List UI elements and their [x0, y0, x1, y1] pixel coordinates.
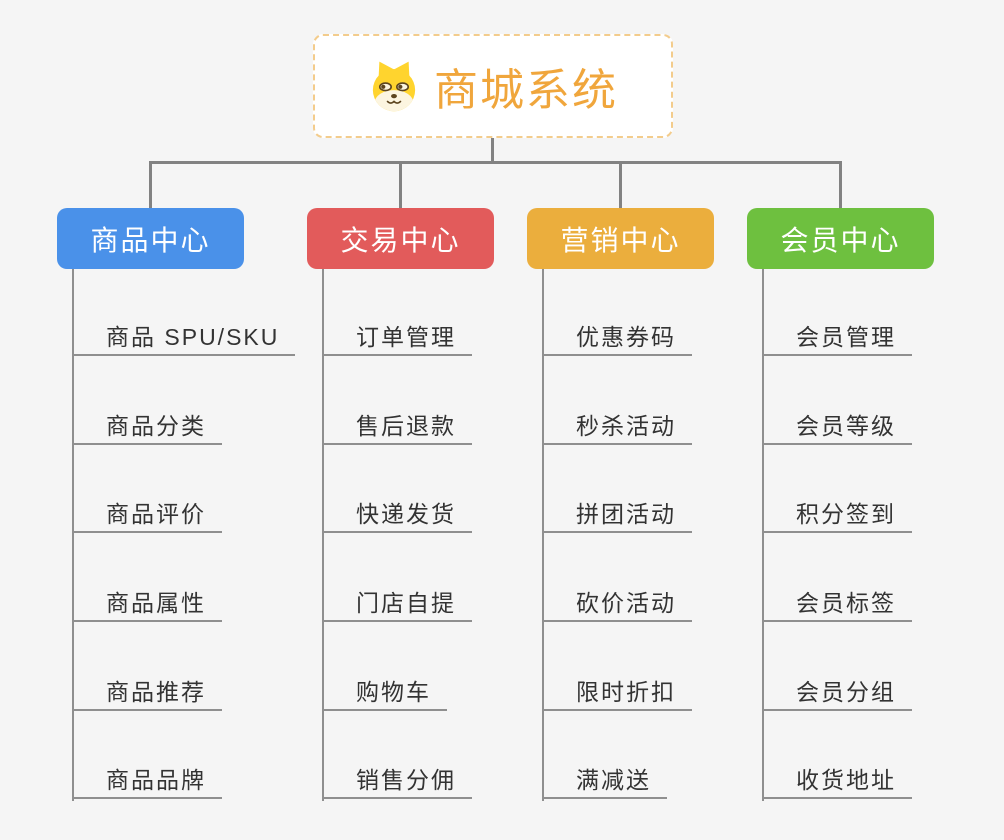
topic-item[interactable]: 限时折扣: [542, 675, 692, 711]
topic-item[interactable]: 会员分组: [762, 675, 912, 711]
topic-item[interactable]: 订单管理: [322, 320, 472, 356]
branch-trunk-line: [322, 269, 324, 801]
topic-item[interactable]: 商品评价: [72, 497, 222, 533]
connector-root-stem: [491, 138, 494, 162]
connector-drop-marketing: [619, 161, 622, 208]
connector-drop-member: [839, 161, 842, 208]
topic-item[interactable]: 购物车: [322, 675, 447, 711]
branch-header-trade-center[interactable]: 交易中心: [307, 208, 494, 269]
topic-item[interactable]: 商品品牌: [72, 763, 222, 799]
branch-header-marketing-center[interactable]: 营销中心: [527, 208, 714, 269]
branch-trunk-line: [762, 269, 764, 801]
topic-item[interactable]: 商品分类: [72, 409, 222, 445]
topic-item[interactable]: 会员标签: [762, 586, 912, 622]
connector-drop-trade: [399, 161, 402, 208]
topic-item[interactable]: 会员管理: [762, 320, 912, 356]
branch-header-product-center[interactable]: 商品中心: [57, 208, 244, 269]
branch-header-member-center[interactable]: 会员中心: [747, 208, 934, 269]
topic-item[interactable]: 收货地址: [762, 763, 912, 799]
root-title: 商城系统: [434, 66, 618, 115]
topic-item[interactable]: 积分签到: [762, 497, 912, 533]
connector-rail: [149, 161, 842, 164]
topic-item[interactable]: 满减送: [542, 763, 667, 799]
branch-trunk-line: [72, 269, 74, 801]
topic-item[interactable]: 销售分佣: [322, 763, 472, 799]
connector-drop-product: [149, 161, 152, 208]
topic-item[interactable]: 会员等级: [762, 409, 912, 445]
topic-item[interactable]: 拼团活动: [542, 497, 692, 533]
topic-item[interactable]: 门店自提: [322, 586, 472, 622]
topic-item[interactable]: 商品属性: [72, 586, 222, 622]
branch-trade-center: 交易中心 订单管理 售后退款 快递发货 门店自提 购物车 销售分佣: [307, 208, 567, 801]
topic-item[interactable]: 砍价活动: [542, 586, 692, 622]
branch-trunk-line: [542, 269, 544, 801]
topic-item[interactable]: 售后退款: [322, 409, 472, 445]
topic-item[interactable]: 商品推荐: [72, 675, 222, 711]
branch-member-center: 会员中心 会员管理 会员等级 积分签到 会员标签 会员分组 收货地址: [747, 208, 1004, 801]
dog-face-icon: [372, 61, 416, 112]
branch-product-center: 商品中心 商品 SPU/SKU 商品分类 商品评价 商品属性 商品推荐 商品品牌: [57, 208, 317, 801]
topic-item[interactable]: 商品 SPU/SKU: [72, 320, 296, 356]
topic-item[interactable]: 快递发货: [322, 497, 472, 533]
topic-item[interactable]: 秒杀活动: [542, 409, 692, 445]
branch-marketing-center: 营销中心 优惠券码 秒杀活动 拼团活动 砍价活动 限时折扣 满减送: [527, 208, 787, 801]
root-node[interactable]: 商城系统: [313, 34, 673, 138]
topic-item[interactable]: 优惠券码: [542, 320, 692, 356]
